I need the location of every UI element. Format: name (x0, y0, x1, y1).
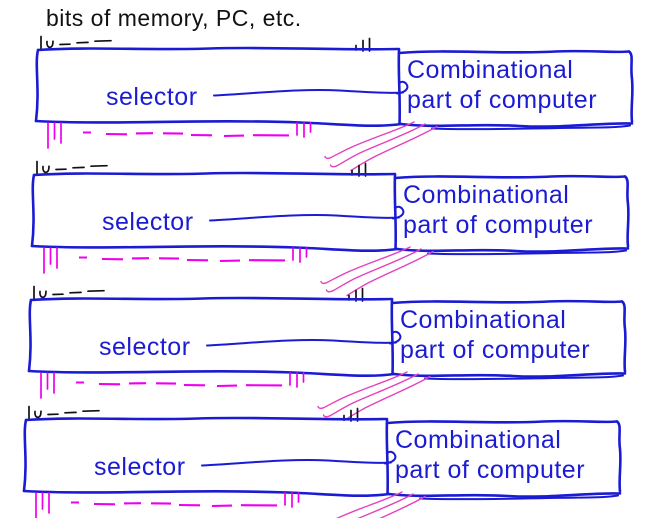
combinational-label-line1: Combinational (395, 426, 561, 454)
combinational-label-line2: part of computer (407, 86, 597, 114)
register-block-2: selector Combinational part of computer (30, 160, 630, 297)
diagram-title: bits of memory, PC, etc. (46, 5, 302, 31)
combinational-label-line1: Combinational (400, 306, 566, 334)
selector-label: selector (94, 453, 186, 481)
combinational-label-line1: Combinational (403, 181, 569, 209)
combinational-label-line2: part of computer (403, 211, 593, 239)
register-block-3: selector Combinational part of computer (27, 285, 627, 422)
combinational-label-line2: part of computer (400, 336, 590, 364)
combinational-label-line2: part of computer (395, 456, 585, 484)
selector-label: selector (106, 83, 198, 111)
register-block-1: selector Combinational part of computer (34, 35, 634, 172)
selector-label: selector (102, 208, 194, 236)
selector-label: selector (99, 333, 191, 361)
register-block-4: selector Combinational part of computer (22, 405, 622, 518)
combinational-label-line1: Combinational (407, 56, 573, 84)
